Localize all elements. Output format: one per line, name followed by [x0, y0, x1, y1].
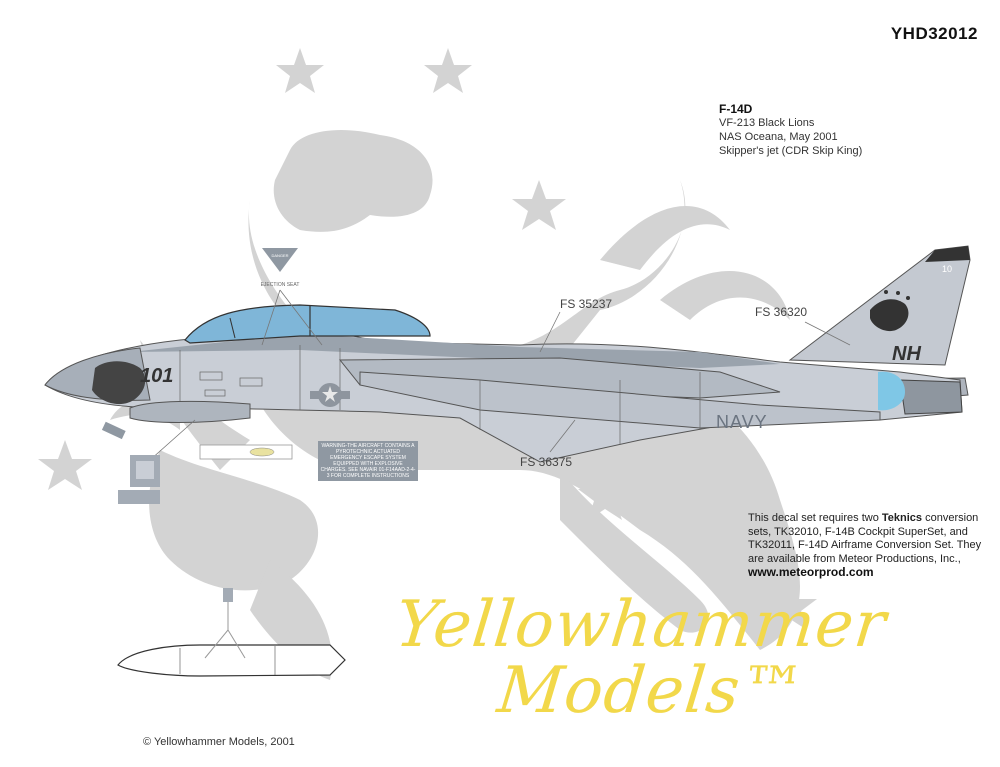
note-teknics: Teknics: [881, 512, 923, 524]
escape-system-warning-placard: WARNING-THE AIRCRAFT CONTAINS A PYROTECH…: [318, 441, 418, 481]
small-placard-strip: [199, 444, 293, 460]
tail-tip: [925, 246, 970, 262]
note-text-1: This decal set requires two: [748, 512, 882, 524]
website-link[interactable]: www.meteorprod.com: [748, 565, 874, 579]
callout-fs-36375: FS 36375: [520, 455, 573, 469]
aircraft-type: F-14D: [719, 102, 753, 116]
danger-label: DANGER: [271, 253, 288, 258]
escape-system-warning-text: WARNING-THE AIRCRAFT CONTAINS A PYROTECH…: [320, 443, 416, 479]
tail-lion-emblem: [870, 290, 910, 332]
nose-lion-art: [92, 361, 146, 405]
tail-tip-number: 10: [942, 264, 952, 274]
background-stars: [38, 48, 817, 630]
national-insignia: [310, 383, 350, 407]
aircraft-owner: Skipper's jet (CDR Skip King): [719, 145, 863, 157]
external-fuel-tank: [117, 588, 346, 677]
aircraft-base-date: NAS Oceana, May 2001: [719, 131, 838, 143]
tail-code: NH: [892, 343, 921, 365]
brand-line-2: Models™: [494, 654, 810, 728]
copyright: © Yellowhammer Models, 2001: [143, 736, 295, 748]
ejection-seat-label: EJECTION SEAT: [261, 282, 300, 288]
modex-number: 101: [140, 365, 173, 387]
rescue-placard: [101, 421, 160, 504]
aircraft-squadron: VF-213 Black Lions: [719, 117, 815, 129]
product-code: YHD32012: [890, 24, 978, 43]
engine-nozzle: [899, 379, 963, 415]
navy-lettering: NAVY: [716, 412, 768, 432]
brand-line-1: Yellowhammer: [392, 588, 890, 662]
conversion-set-note: This decal set requires two Teknics conv…: [748, 512, 988, 580]
callout-fs-36320: FS 36320: [755, 305, 808, 319]
note-text-2: conversion sets, TK32010, F-14B Cockpit …: [748, 512, 982, 565]
aircraft-info: F-14D VF-213 Black Lions NAS Oceana, May…: [719, 102, 862, 158]
canopy: [184, 304, 431, 344]
callout-fs-35237: FS 35237: [560, 297, 613, 311]
ejection-seat-triangle: DANGER EJECTION SEAT: [261, 248, 300, 288]
